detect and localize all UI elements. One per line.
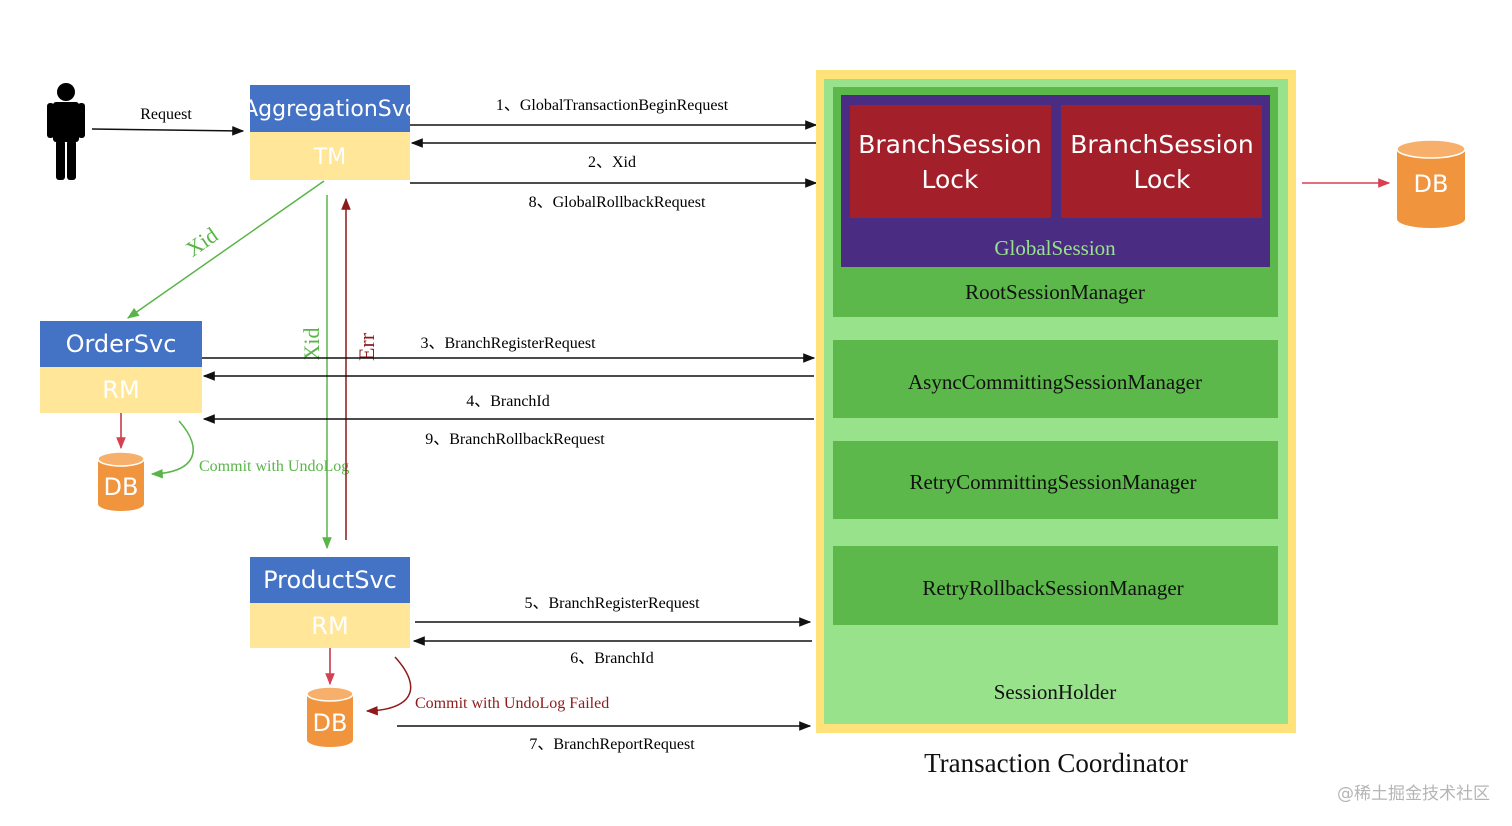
- aggregation-service-role: TM: [313, 145, 346, 170]
- m4-label: 4、BranchId: [466, 393, 550, 410]
- branch-lock-1-line2: Lock: [921, 165, 979, 194]
- async-manager-box: [833, 340, 1278, 418]
- svg-text:DB: DB: [1414, 170, 1449, 198]
- m1-label: 1、GlobalTransactionBeginRequest: [496, 97, 729, 114]
- transaction-coordinator: BranchSession Lock BranchSession Lock Gl…: [816, 70, 1296, 733]
- order-commit-arrow: [150, 420, 194, 479]
- m9-label: 9、BranchRollbackRequest: [425, 431, 605, 448]
- branch-lock-1-line1: BranchSession: [858, 130, 1042, 159]
- branch-lock-2-line2: Lock: [1133, 165, 1191, 194]
- m6-label: 6、BranchId: [570, 650, 654, 667]
- product-service-name: ProductSvc: [263, 566, 397, 594]
- async-manager-label: AsyncCommittingSessionManager: [908, 370, 1202, 394]
- m2-label: 2、Xid: [588, 154, 636, 171]
- order-service: OrderSvc RM: [40, 321, 202, 413]
- svg-text:DB: DB: [313, 709, 348, 737]
- product-commit-label: Commit with UndoLog Failed: [415, 695, 609, 712]
- m5-label: 5、BranchRegisterRequest: [524, 595, 700, 612]
- order-db: DB: [97, 451, 145, 511]
- retry-commit-manager-label: RetryCommittingSessionManager: [910, 470, 1197, 494]
- product-service: ProductSvc RM: [250, 557, 410, 648]
- coordinator-db: DB: [1396, 139, 1466, 228]
- retry-rollback-manager-label: RetryRollbackSessionManager: [922, 576, 1183, 600]
- svg-text:DB: DB: [104, 473, 139, 501]
- request-label: Request: [140, 106, 192, 123]
- xid-to-product-label: Xid: [299, 328, 324, 361]
- person-icon: [47, 83, 85, 180]
- branch-lock-2-line1: BranchSession: [1070, 130, 1254, 159]
- order-commit-label: Commit with UndoLog: [199, 458, 349, 475]
- err-label: Err: [354, 332, 379, 361]
- aggregation-service-name: AggregationSvc: [243, 97, 417, 122]
- coordinator-title: Transaction Coordinator: [924, 748, 1188, 778]
- m3-label: 3、BranchRegisterRequest: [420, 335, 596, 352]
- product-service-role: RM: [311, 612, 348, 640]
- retry-rollback-manager-box: [833, 546, 1278, 625]
- order-service-role: RM: [102, 376, 139, 404]
- root-session-manager-label: RootSessionManager: [965, 280, 1145, 304]
- aggregation-service: AggregationSvc TM: [243, 85, 417, 180]
- product-db: DB: [306, 686, 354, 747]
- xid-to-order-arrow: [127, 180, 325, 319]
- branch-lock-2-box: [1061, 105, 1262, 218]
- session-holder-label: SessionHolder: [994, 680, 1117, 704]
- global-session-label: GlobalSession: [994, 236, 1116, 260]
- request-arrow: [91, 126, 245, 136]
- m8-label: 8、GlobalRollbackRequest: [529, 194, 706, 211]
- watermark: @稀土掘金技术社区: [1337, 784, 1490, 804]
- retry-commit-manager-box: [833, 441, 1278, 519]
- branch-lock-1-box: [850, 105, 1051, 218]
- m7-label: 7、BranchReportRequest: [529, 736, 695, 753]
- order-service-name: OrderSvc: [66, 330, 177, 358]
- product-commit-arrow: [365, 656, 412, 716]
